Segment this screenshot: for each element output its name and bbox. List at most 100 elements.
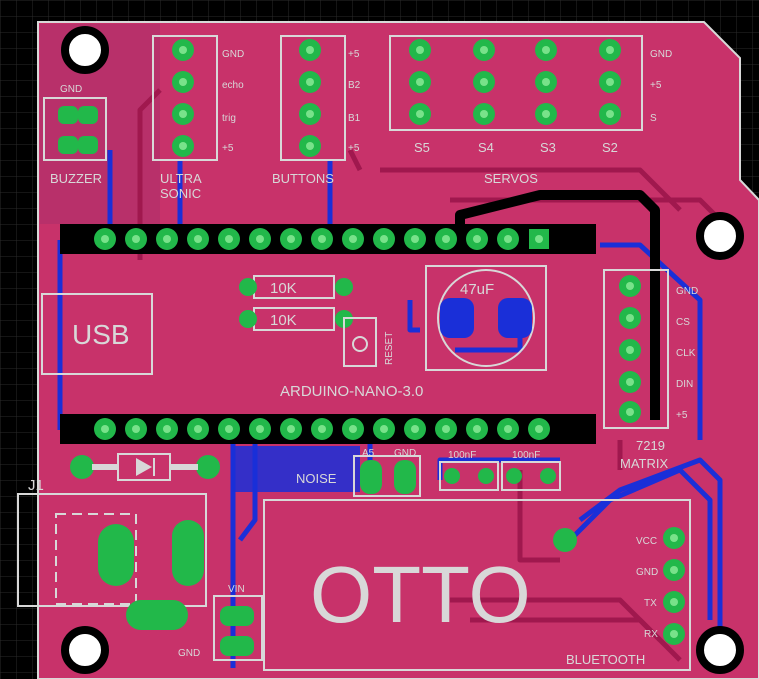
vin-pad [220, 606, 254, 626]
vin-gnd-label: GND [178, 648, 200, 659]
cap100-2-outline [501, 461, 561, 491]
servo-pad-2-0-drill [542, 46, 550, 54]
buttons-label: BUTTONS [272, 171, 334, 186]
vin-gnd-pad [220, 636, 254, 656]
matrix-header-pads [619, 275, 641, 423]
servo-s4-label: S4 [478, 140, 494, 155]
cap-label: 47uF [460, 281, 494, 298]
servo-pad-1-2-drill [480, 110, 488, 118]
ultra-5v-label: +5 [222, 143, 234, 154]
buzzer-label: BUZZER [50, 171, 102, 186]
nano-top-pin-7-drill [318, 235, 326, 243]
servo-pad-3-0-drill [606, 46, 614, 54]
nano-bottom-pin-0-drill [101, 425, 109, 433]
bt-vcc-label: VCC [636, 536, 657, 547]
ultra-pad-2-drill [179, 110, 187, 118]
nano-bottom-pin-7-drill [318, 425, 326, 433]
nano-top-pin-11-drill [442, 235, 450, 243]
matrix-cs-label: CS [676, 317, 690, 328]
nano-label: ARDUINO-NANO-3.0 [280, 383, 423, 400]
a5-pad [360, 460, 382, 494]
cap100-1-pad-b [478, 468, 494, 484]
res1-label: 10K [270, 280, 297, 297]
button-pad-3-drill [306, 142, 314, 150]
matrix-label: MATRIX [620, 456, 668, 471]
servo-pad-0-2-drill [416, 110, 424, 118]
j1-pad-a [98, 524, 134, 586]
keepout-trace [455, 190, 660, 420]
cap100-2-label: 100nF [512, 450, 540, 461]
buzzer-header [43, 97, 107, 161]
nano-bottom-pin-row [94, 418, 550, 440]
nano-bottom-pin-9-drill [380, 425, 388, 433]
servo-pad-3-1-drill [606, 78, 614, 86]
usb-label: USB [72, 319, 130, 350]
bluetooth-header-pads [663, 527, 685, 645]
servo-gnd-label: GND [650, 49, 672, 60]
nano-top-pin-3-drill [194, 235, 202, 243]
a5-gnd-pad [394, 460, 416, 494]
nano-bottom-pin-12-drill [473, 425, 481, 433]
bluetooth-module-outline [263, 499, 691, 671]
nano-bottom-pin-10-drill [411, 425, 419, 433]
j1-pad-b [172, 520, 204, 586]
ultra-label: ULTRA [160, 171, 202, 186]
cap100-2-pad-a [506, 468, 522, 484]
nano-bottom-pin-5-drill [256, 425, 264, 433]
ultrasonic-header-pads [172, 39, 194, 157]
cap-outline [425, 265, 547, 371]
ultra-echo-label: echo [222, 80, 244, 91]
buttons-header-outline [280, 35, 346, 161]
cap-pad-neg [440, 298, 474, 338]
matrix-clk-label: CLK [676, 348, 696, 359]
bt-tx-label: TX [644, 598, 657, 609]
nano-top-pin-13-drill [504, 235, 512, 243]
nano-bottom-pin-14-drill [535, 425, 543, 433]
btn-b2-label: B2 [348, 80, 361, 91]
nano-top-pin-9-drill [380, 235, 388, 243]
usb-outline [41, 293, 153, 375]
sonic-label: SONIC [160, 186, 201, 201]
nano-bottom-pin-3-drill [194, 425, 202, 433]
servo-s-label: S [650, 113, 657, 124]
nano-top-pin-4-drill [225, 235, 233, 243]
matrix-5v-label: +5 [676, 410, 688, 421]
buttons-header-pads [299, 39, 321, 157]
bt-pad-1-drill [670, 566, 678, 574]
resistor-r1 [239, 275, 353, 299]
matrix-7219-label: 7219 [636, 438, 665, 453]
ultra-pad-0-drill [179, 46, 187, 54]
j1-pad-c [126, 600, 188, 630]
matrix-pad-4-drill [626, 408, 634, 416]
j1-label: J1 [28, 477, 44, 494]
a5-label: A5 [362, 448, 375, 459]
buzzer-gnd-label: GND [60, 84, 82, 95]
button-pad-2-drill [306, 110, 314, 118]
ultra-trig-label: trig [222, 113, 236, 124]
matrix-pad-1-drill [626, 314, 634, 322]
j1-outline [17, 493, 207, 607]
servo-pad-2-2-drill [542, 110, 550, 118]
cap100-1-label: 100nF [448, 450, 476, 461]
btn-5v-top-label: +5 [348, 49, 360, 60]
servos-header-outline [389, 35, 643, 131]
matrix-header-outline [603, 269, 669, 429]
mounting-holes [61, 26, 744, 674]
board-outline [37, 21, 759, 679]
nano-top-pin-1-drill [132, 235, 140, 243]
a5-gnd-label: GND [394, 448, 416, 459]
bt-gnd-label: GND [636, 567, 658, 578]
ultra-pad-3-drill [179, 142, 187, 150]
servo-s5-label: S5 [414, 140, 430, 155]
nano-bottom-pin-1-drill [132, 425, 140, 433]
diode [70, 453, 220, 481]
cap100-2-pad-b [540, 468, 556, 484]
bt-pad-3-drill [670, 630, 678, 638]
a5-gnd-header-outline [353, 455, 421, 497]
btn-5v-bottom-label: +5 [348, 143, 360, 154]
servo-s3-label: S3 [540, 140, 556, 155]
matrix-pad-0-drill [626, 282, 634, 290]
matrix-din-label: DIN [676, 379, 693, 390]
nano-top-pin-10-drill [411, 235, 419, 243]
